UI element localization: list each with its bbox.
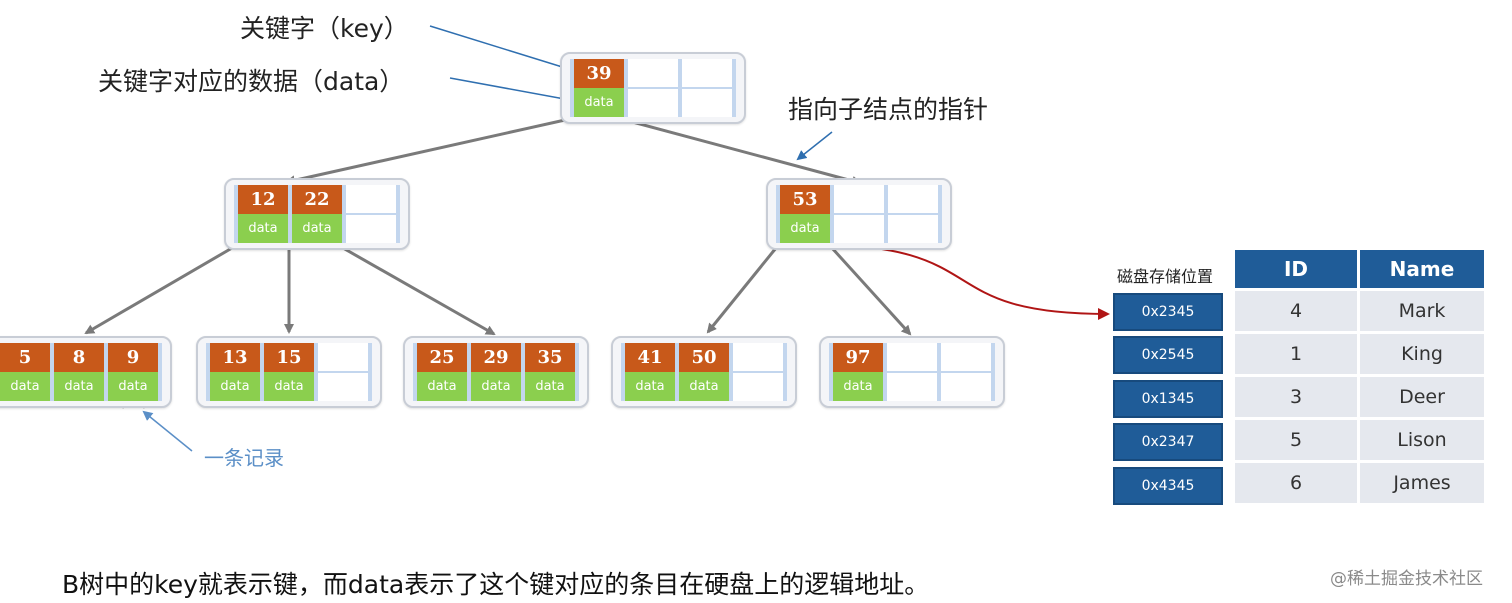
root-node: 39 data xyxy=(560,52,746,124)
empty-slot xyxy=(346,185,396,243)
slot: 13 data xyxy=(210,343,260,401)
node-key: 12 xyxy=(238,185,288,214)
node-key: 50 xyxy=(679,343,729,372)
node-data: data xyxy=(54,372,104,401)
node-key: 39 xyxy=(574,59,624,88)
empty-slot xyxy=(318,343,368,401)
record-annotation: 一条记录 xyxy=(204,446,284,470)
watermark: @稀土掘金技术社区 xyxy=(1330,569,1483,589)
cell-name: Lison xyxy=(1360,420,1484,460)
slot: 8 data xyxy=(54,343,104,401)
node-data: data xyxy=(525,372,575,401)
node-data: data xyxy=(264,372,314,401)
node-key: 97 xyxy=(833,343,883,372)
node-data: data xyxy=(238,214,288,243)
slot: 53 data xyxy=(780,185,830,243)
disk-address: 0x2347 xyxy=(1113,423,1223,461)
cell-id: 1 xyxy=(1235,334,1357,374)
empty-slot xyxy=(628,59,678,117)
disk-address: 0x1345 xyxy=(1113,380,1223,418)
empty-slot xyxy=(887,343,937,401)
node-key: 41 xyxy=(625,343,675,372)
node-data: data xyxy=(292,214,342,243)
disk-address: 0x2345 xyxy=(1113,293,1223,331)
node-key: 35 xyxy=(525,343,575,372)
empty-slot xyxy=(888,185,938,243)
node-data: data xyxy=(417,372,467,401)
disk-location-header: 磁盘存储位置 xyxy=(1117,267,1214,286)
data-callout-arrow xyxy=(449,77,572,104)
node-key: 22 xyxy=(292,185,342,214)
cell-name: Mark xyxy=(1360,291,1484,331)
column-header-name: Name xyxy=(1360,250,1484,288)
slot: 25 data xyxy=(417,343,467,401)
leaf-node-5: 97 data xyxy=(819,336,1005,408)
key-annotation: 关键字（key） xyxy=(240,14,409,43)
slot: 50 data xyxy=(679,343,729,401)
node-key: 13 xyxy=(210,343,260,372)
node-data: data xyxy=(471,372,521,401)
pointer-annotation: 指向子结点的指针 xyxy=(788,95,989,124)
edge-l1a-leaf1 xyxy=(84,246,233,335)
caption-text: B树中的key就表示键，而data表示了这个键对应的条目在硬盘上的逻辑地址。 xyxy=(62,570,930,599)
root-slot-1: 39 data xyxy=(574,59,624,117)
cell-name: James xyxy=(1360,463,1484,503)
column-header-id: ID xyxy=(1235,250,1357,288)
data-annotation: 关键字对应的数据（data） xyxy=(98,67,405,96)
node-key: 29 xyxy=(471,343,521,372)
slot: 5 data xyxy=(0,343,50,401)
empty-slot xyxy=(834,185,884,243)
cell-name: Deer xyxy=(1360,377,1484,417)
leaf-node-2: 13 data 15 data xyxy=(196,336,382,408)
slot-record: 9 data xyxy=(108,343,158,401)
edge-l1b-leaf4 xyxy=(706,247,778,334)
empty-slot xyxy=(682,59,732,117)
cell-name: King xyxy=(1360,334,1484,374)
node-key: 15 xyxy=(264,343,314,372)
empty-slot xyxy=(733,343,783,401)
node-key: 5 xyxy=(0,343,50,372)
edge-root-right xyxy=(624,118,862,186)
record-callout-arrow xyxy=(142,410,193,452)
node-data: data xyxy=(108,372,158,401)
level1-node-right: 53 data xyxy=(766,178,952,250)
leaf-node-4: 41 data 50 data xyxy=(611,336,797,408)
slot: 97 data xyxy=(833,343,883,401)
leaf-node-3: 25 data 29 data 35 data xyxy=(403,336,589,408)
node-data: data xyxy=(679,372,729,401)
cell-id: 5 xyxy=(1235,420,1357,460)
level1-node-left: 12 data 22 data xyxy=(224,178,410,250)
data-to-disk-arrow xyxy=(805,243,1110,320)
empty-slot xyxy=(941,343,991,401)
slot: 35 data xyxy=(525,343,575,401)
edge-l1b-leaf5 xyxy=(830,246,912,336)
node-data: data xyxy=(574,88,624,117)
edge-root-left xyxy=(285,118,566,186)
node-data: data xyxy=(210,372,260,401)
node-key: 9 xyxy=(108,343,158,372)
slot: 29 data xyxy=(471,343,521,401)
disk-address: 0x4345 xyxy=(1113,467,1223,505)
node-data: data xyxy=(833,372,883,401)
leaf-node-1: 5 data 8 data 9 data xyxy=(0,336,172,408)
slot: 15 data xyxy=(264,343,314,401)
cell-id: 6 xyxy=(1235,463,1357,503)
node-key: 8 xyxy=(54,343,104,372)
disk-address: 0x2545 xyxy=(1113,336,1223,374)
node-data: data xyxy=(780,214,830,243)
node-key: 53 xyxy=(780,185,830,214)
node-data: data xyxy=(625,372,675,401)
slot: 12 data xyxy=(238,185,288,243)
node-data: data xyxy=(0,372,50,401)
node-key: 25 xyxy=(417,343,467,372)
key-callout-arrow xyxy=(429,25,574,73)
record-table: ID Name 4 Mark 1 King 3 Deer 5 Lison 6 J… xyxy=(1235,250,1484,503)
slot: 41 data xyxy=(625,343,675,401)
edge-l1a-leaf3 xyxy=(342,246,496,336)
cell-id: 3 xyxy=(1235,377,1357,417)
cell-id: 4 xyxy=(1235,291,1357,331)
pointer-callout-arrow xyxy=(796,131,833,161)
slot: 22 data xyxy=(292,185,342,243)
